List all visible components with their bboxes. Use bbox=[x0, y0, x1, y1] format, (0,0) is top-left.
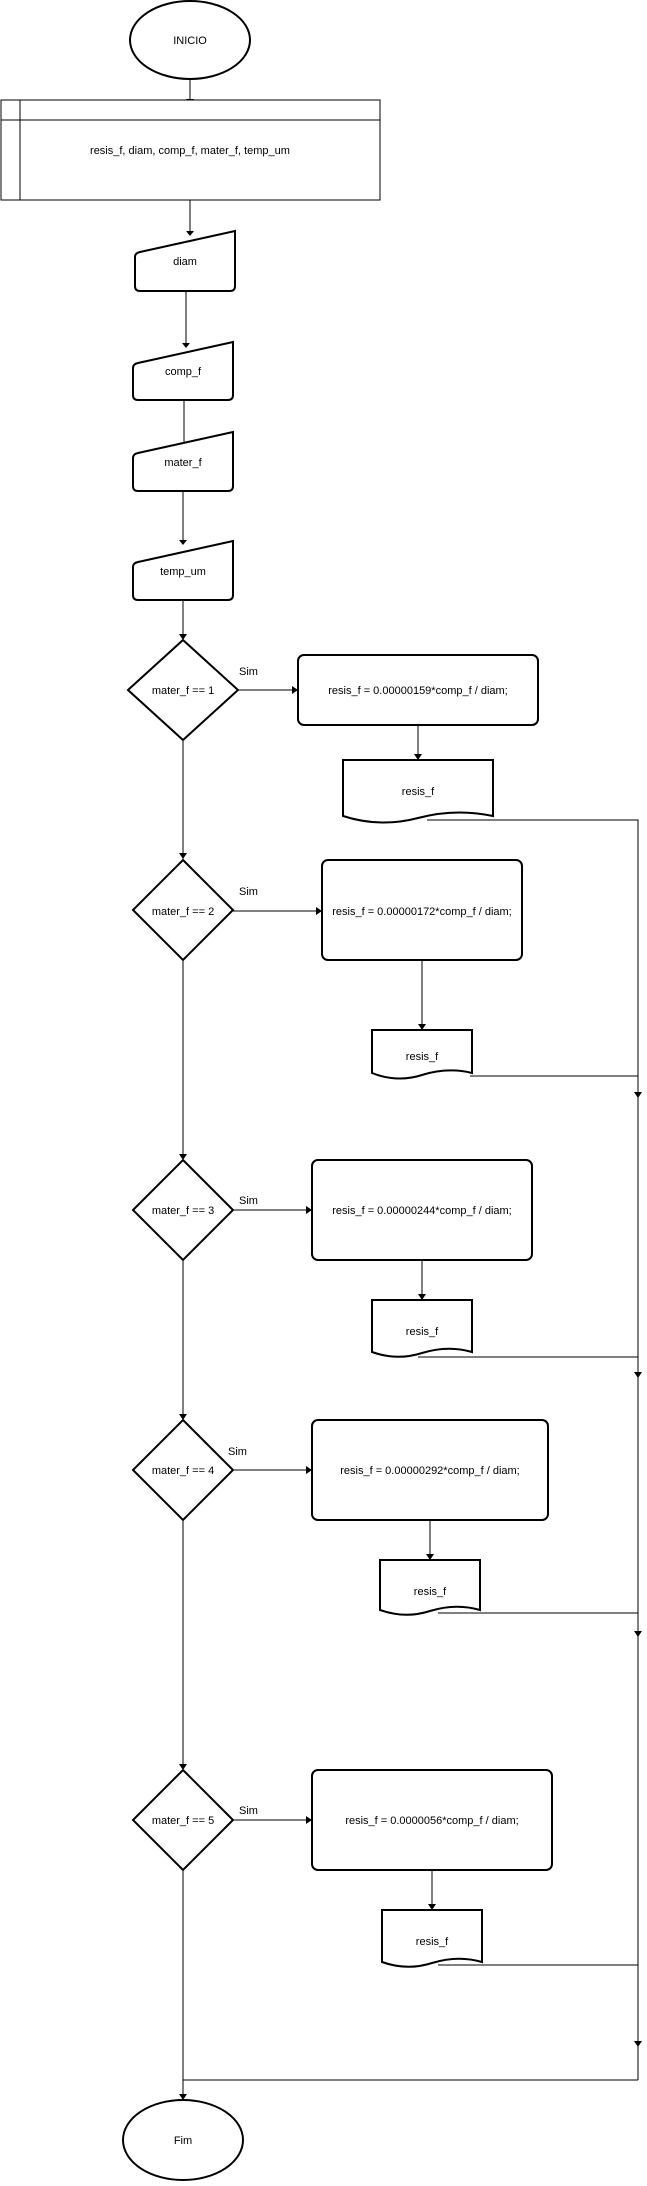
yes-label-1: Sim bbox=[239, 666, 258, 678]
yes-label-5: Sim bbox=[239, 1805, 258, 1817]
process-5-label: resis_f = 0.0000056*comp_f / diam; bbox=[345, 1815, 518, 1827]
output-3-label: resis_f bbox=[406, 1326, 439, 1338]
arrowhead bbox=[414, 754, 422, 760]
output-2-label: resis_f bbox=[406, 1051, 439, 1063]
arrowhead bbox=[186, 231, 194, 236]
process-4: resis_f = 0.00000292*comp_f / diam; bbox=[311, 1419, 549, 1521]
output-1-label: resis_f bbox=[402, 786, 435, 798]
end-label: Fim bbox=[174, 2135, 192, 2147]
output-3: resis_f bbox=[371, 1299, 473, 1358]
process-2: resis_f = 0.00000172*comp_f / diam; bbox=[321, 859, 523, 961]
input-label-comp-f: comp_f bbox=[165, 366, 202, 378]
process-2-label: resis_f = 0.00000172*comp_f / diam; bbox=[332, 906, 511, 918]
edge-output5-to-rail bbox=[438, 1964, 639, 2080]
input-label-temp-um: temp_um bbox=[160, 566, 206, 578]
yes-label-4: Sim bbox=[228, 1446, 247, 1458]
variables-label: resis_f, diam, comp_f, mater_f, temp_um bbox=[90, 145, 290, 157]
arrowhead bbox=[634, 1631, 642, 1637]
arrowhead bbox=[418, 1294, 426, 1300]
arrowhead bbox=[306, 1206, 312, 1214]
edge-output4-to-rail bbox=[438, 1612, 639, 2047]
process-5: resis_f = 0.0000056*comp_f / diam; bbox=[311, 1769, 553, 1871]
arrowhead bbox=[292, 686, 298, 694]
arrowhead bbox=[428, 1904, 436, 1910]
arrowhead bbox=[426, 1554, 434, 1560]
arrowhead bbox=[179, 853, 187, 859]
input-mater-f: mater_f bbox=[132, 430, 234, 492]
edge-output2-to-rail bbox=[470, 1075, 639, 1378]
arrowhead bbox=[316, 907, 322, 915]
decision-5-label: mater_f == 5 bbox=[152, 1815, 214, 1827]
arrowhead bbox=[306, 1466, 312, 1474]
yes-label-2: Sim bbox=[239, 886, 258, 898]
decision-3-label: mater_f == 3 bbox=[152, 1205, 214, 1217]
decision-2: mater_f == 2 bbox=[131, 858, 235, 962]
arrowhead bbox=[306, 1816, 312, 1824]
arrowhead bbox=[179, 1764, 187, 1770]
input-temp-um: temp_um bbox=[132, 539, 234, 601]
process-1-label: resis_f = 0.00000159*comp_f / diam; bbox=[328, 685, 507, 697]
input-label-diam: diam bbox=[173, 256, 197, 268]
process-4-label: resis_f = 0.00000292*comp_f / diam; bbox=[340, 1465, 519, 1477]
end-node: Fim bbox=[122, 2099, 244, 2181]
arrowhead bbox=[418, 1024, 426, 1030]
output-2: resis_f bbox=[371, 1029, 473, 1080]
arrowhead bbox=[634, 1372, 642, 1378]
decision-2-label: mater_f == 2 bbox=[152, 906, 214, 918]
arrowhead bbox=[634, 1092, 642, 1098]
arrowhead bbox=[179, 1414, 187, 1420]
output-4-label: resis_f bbox=[414, 1586, 447, 1598]
yes-label-3: Sim bbox=[239, 1195, 258, 1207]
arrowhead bbox=[179, 634, 187, 640]
arrowhead bbox=[634, 2041, 642, 2047]
input-label-mater-f: mater_f bbox=[164, 457, 202, 469]
output-1: resis_f bbox=[342, 759, 494, 824]
arrowhead bbox=[179, 2094, 187, 2100]
process-1: resis_f = 0.00000159*comp_f / diam; bbox=[297, 654, 539, 726]
decision-1: mater_f == 1 bbox=[126, 638, 240, 742]
decision-4: mater_f == 4 bbox=[131, 1418, 235, 1522]
process-3: resis_f = 0.00000244*comp_f / diam; bbox=[311, 1159, 533, 1261]
output-5-label: resis_f bbox=[416, 1936, 449, 1948]
edge-output3-to-rail bbox=[418, 1356, 639, 1637]
connectors bbox=[182, 79, 639, 2100]
start-label: INICIO bbox=[173, 35, 207, 47]
arrowhead bbox=[179, 1154, 187, 1160]
input-diam: diam bbox=[134, 229, 236, 292]
start-node: INICIO bbox=[129, 0, 251, 80]
output-4: resis_f bbox=[379, 1559, 481, 1616]
output-5: resis_f bbox=[381, 1909, 483, 1968]
decision-3: mater_f == 3 bbox=[131, 1158, 235, 1262]
decision-4-label: mater_f == 4 bbox=[152, 1465, 214, 1477]
variables-node: resis_f, diam, comp_f, mater_f, temp_um bbox=[0, 99, 381, 201]
arrowhead bbox=[182, 343, 190, 348]
input-comp-f: comp_f bbox=[132, 340, 234, 401]
process-3-label: resis_f = 0.00000244*comp_f / diam; bbox=[332, 1205, 511, 1217]
decision-1-label: mater_f == 1 bbox=[152, 685, 214, 697]
edge-output1-to-rail bbox=[427, 819, 639, 1098]
arrowhead bbox=[179, 540, 187, 545]
decision-5: mater_f == 5 bbox=[131, 1768, 235, 1872]
